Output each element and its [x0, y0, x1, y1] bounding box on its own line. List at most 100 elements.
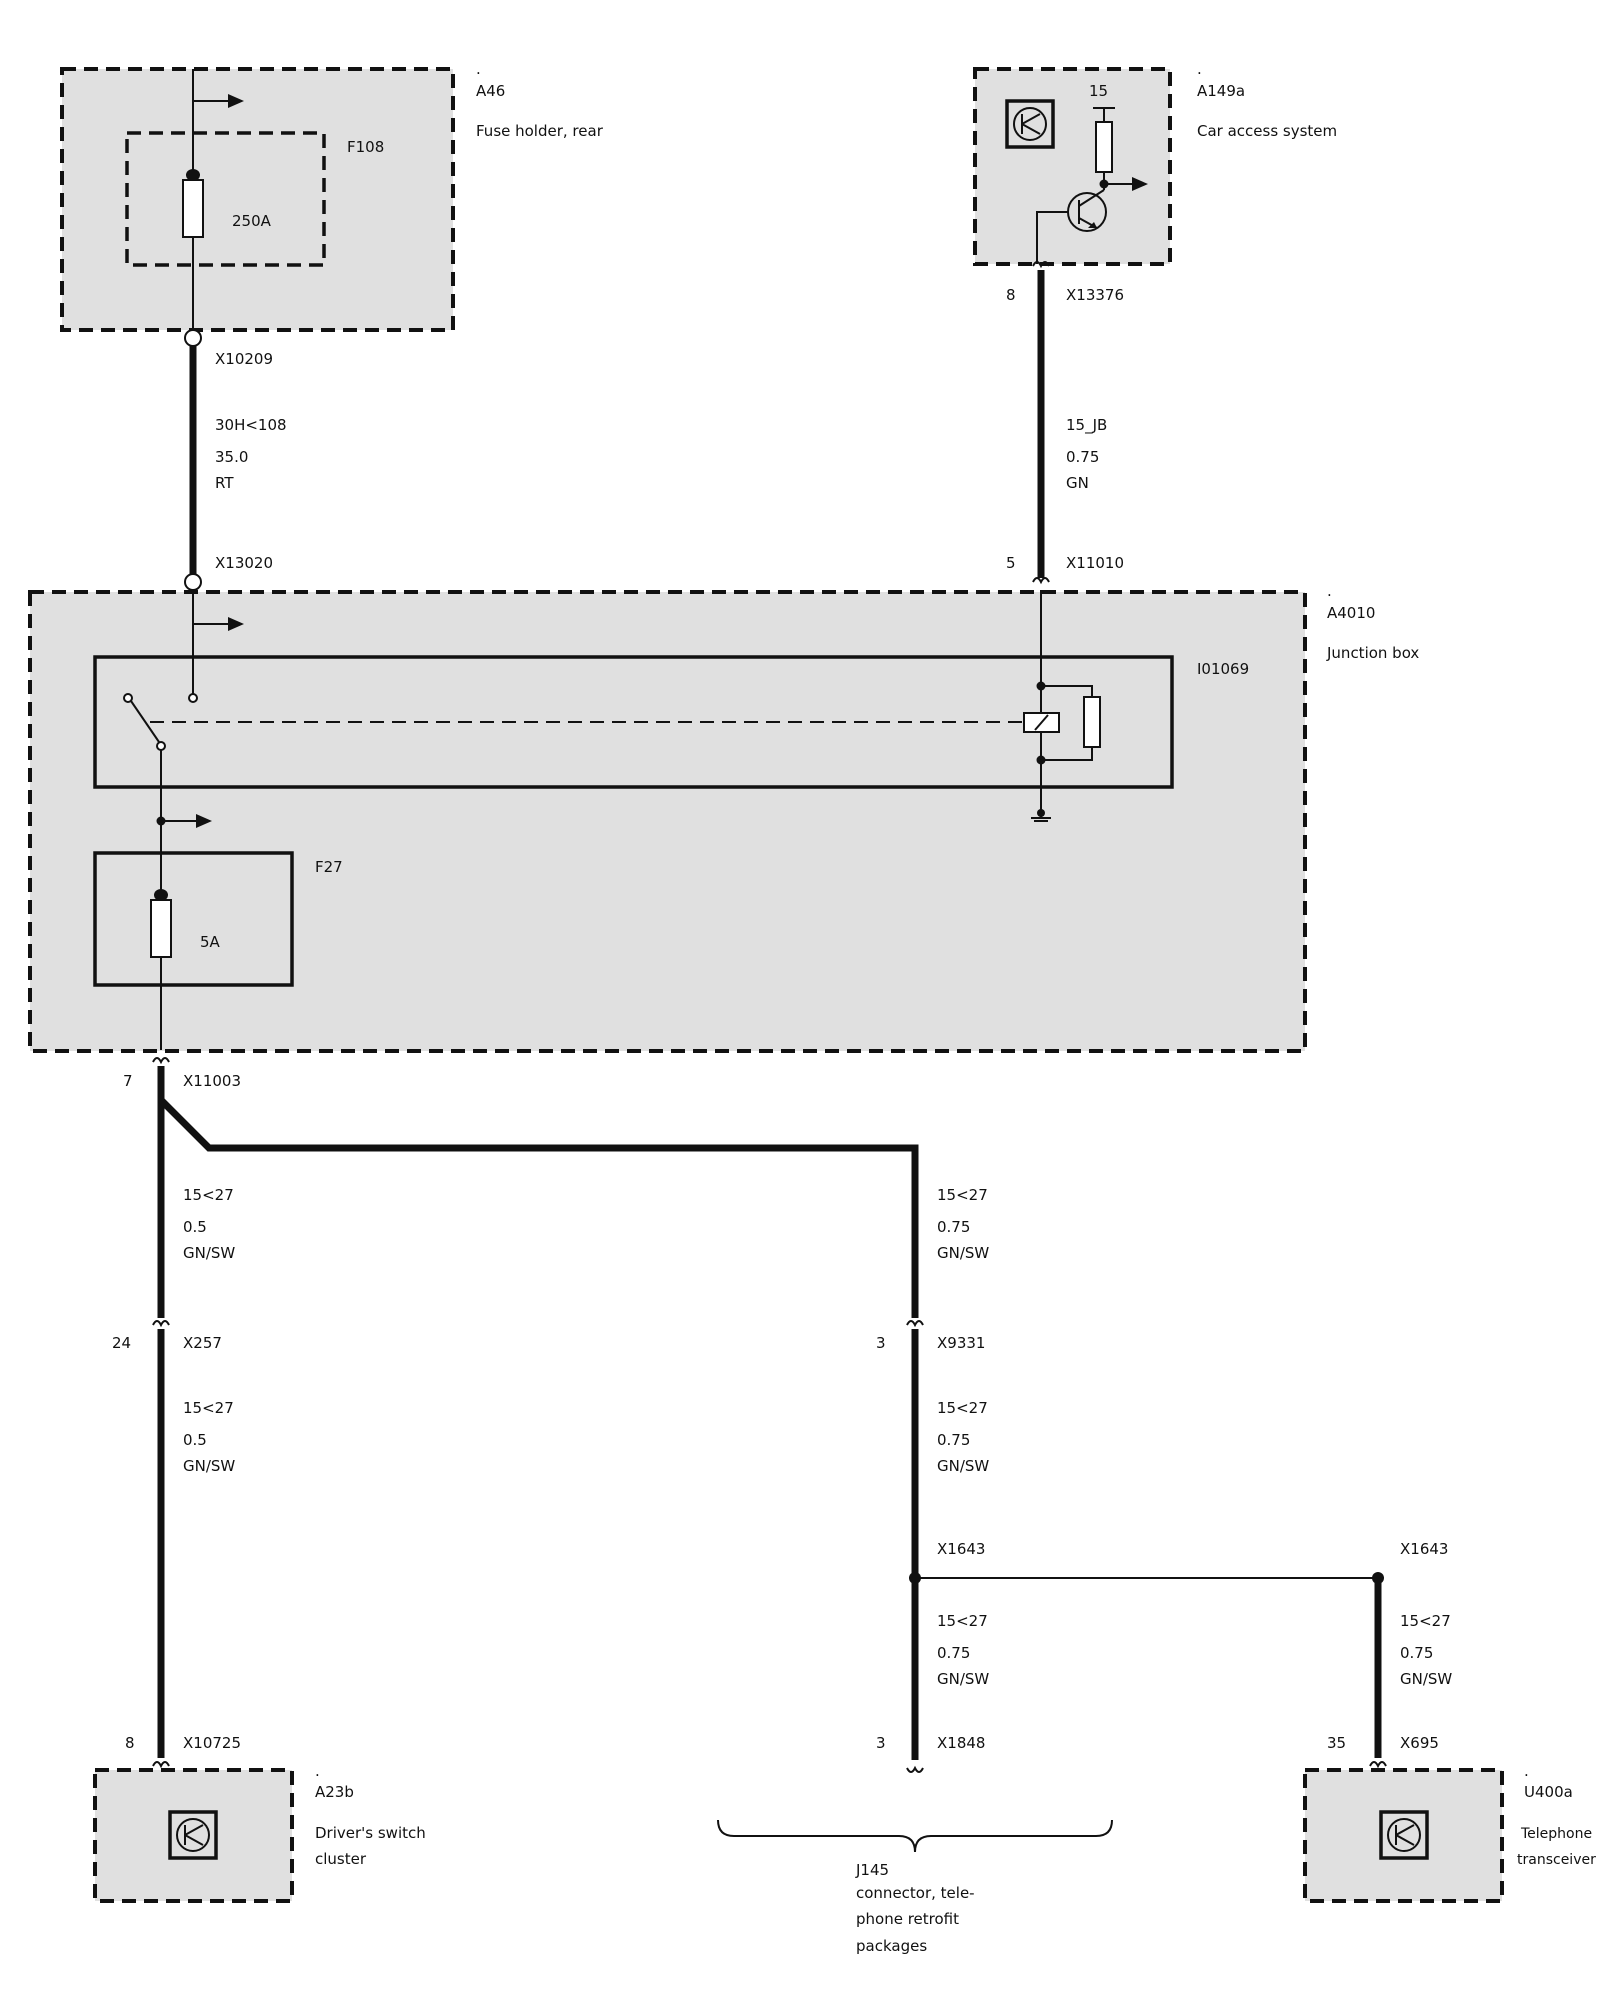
x257-id: X257: [183, 1334, 222, 1352]
a149a-id: A149a: [1197, 82, 1245, 100]
wire-right2-signal: 15<27: [937, 1399, 988, 1417]
x13020-connector-icon: [184, 573, 202, 591]
wire-30h-signal: 30H<108: [215, 416, 287, 434]
f27-rating: 5A: [200, 933, 221, 951]
a4010-housing: [28, 590, 1307, 1053]
wire-left-branch: 24 X257 15<27 0.5 GN/SW 8 X10725: [112, 1320, 241, 1769]
u400a-dot: .: [1524, 1762, 1529, 1780]
i01069-relay-housing: [93, 655, 1174, 789]
x10725-id: X10725: [183, 1734, 241, 1752]
x1848-pin: 3: [876, 1734, 886, 1752]
wire-left1-signal: 15<27: [183, 1186, 234, 1204]
wire-30h-size: 35.0: [215, 448, 248, 466]
f27-id: F27: [315, 858, 343, 876]
a23b-control-unit-icon: [168, 1810, 218, 1860]
a149a-control-unit-emitter: [1021, 123, 1041, 135]
x11010-connector-icon: [1032, 577, 1050, 585]
x1848-connector-icon: [906, 1765, 924, 1773]
a23b-name-line2: cluster: [315, 1850, 367, 1868]
wire-left2-color: GN/SW: [183, 1457, 235, 1475]
wire-right-branch: 3 X9331 15<27 0.75 GN/SW X1643 15<27 0.7…: [876, 1320, 1378, 1773]
x11010-pin: 5: [1006, 554, 1016, 572]
u400a-control-unit-emitter: [1395, 1834, 1415, 1846]
x257-connector-icon: [152, 1320, 170, 1328]
f108-fuse-cap: [186, 169, 200, 181]
a23b-name-line1: Driver's switch: [315, 1824, 426, 1842]
wire-30h: X10209 30H<108 35.0 RT X13020: [184, 329, 287, 591]
relay-contact-common: [156, 741, 166, 751]
wire-left2-signal: 15<27: [183, 1399, 234, 1417]
u400a-name-line1: Telephone: [1520, 1826, 1592, 1842]
a46-housing: [60, 67, 455, 332]
wire-right1-size: 0.75: [937, 1218, 970, 1236]
x9331-connector-icon: [906, 1320, 924, 1328]
j145-name-line1: connector, tele-: [856, 1884, 975, 1902]
wire-right1-color: GN/SW: [937, 1244, 989, 1262]
f108-rating: 250A: [232, 212, 272, 230]
wire-right3-signal: 15<27: [937, 1612, 988, 1630]
x10725-pin: 8: [125, 1734, 135, 1752]
a149a-control-unit-icon: [1005, 99, 1055, 149]
x11010-id: X11010: [1066, 554, 1124, 572]
a149a-housing: [973, 67, 1172, 266]
x1643-id-left: X1643: [937, 1540, 985, 1558]
a149a-control-unit-collector: [1021, 113, 1041, 125]
x9331-id: X9331: [937, 1334, 985, 1352]
relay-contact-fixed: [188, 693, 198, 703]
a4010-name: Junction box: [1326, 644, 1419, 662]
x695-id: X695: [1400, 1734, 1439, 1752]
f108-id: F108: [347, 138, 384, 156]
wire-right2-size: 0.75: [937, 1431, 970, 1449]
u400a-id: U400a: [1524, 1783, 1573, 1801]
x1848-id: X1848: [937, 1734, 985, 1752]
a46-branch-arrow-icon: [228, 94, 244, 108]
x695-connector-icon: [1369, 1761, 1387, 1769]
a46-dot: .: [476, 60, 481, 78]
j145-name-line3: packages: [856, 1937, 927, 1955]
f108-fuse-icon: [182, 179, 204, 238]
x10725-connector-icon: [152, 1761, 170, 1769]
wire-right1-signal: 15<27: [937, 1186, 988, 1204]
x13020-id: X13020: [215, 554, 273, 572]
a149a-control-unit-circle: [1013, 107, 1047, 141]
x11003-id: X11003: [183, 1072, 241, 1090]
wire-far-size: 0.75: [1400, 1644, 1433, 1662]
x11003-connector-icon: [152, 1057, 170, 1065]
component-u400a: . U400a Telephone transceiver: [1303, 1762, 1596, 1903]
a23b-housing: [93, 1768, 294, 1903]
j145-name-line2: phone retrofit: [856, 1910, 959, 1928]
wire-far-color: GN/SW: [1400, 1670, 1452, 1688]
x11003-pin: 7: [123, 1072, 133, 1090]
x10209-connector-icon: [184, 329, 202, 347]
j145-brace-icon: [717, 1819, 1113, 1853]
a46-name: Fuse holder, rear: [476, 122, 604, 140]
i01069-id: I01069: [1197, 660, 1249, 678]
a23b-id: A23b: [315, 1783, 354, 1801]
a23b-control-unit-emitter: [184, 1834, 204, 1846]
a4010-dot: .: [1327, 582, 1332, 600]
a4010-branch-arrow-icon: [228, 617, 244, 631]
a149a-dot: .: [1197, 60, 1202, 78]
wire-left2-size: 0.5: [183, 1431, 207, 1449]
f27-branch-arrow-icon: [196, 814, 212, 828]
u400a-control-unit-circle: [1387, 1818, 1421, 1852]
u400a-housing: [1303, 1768, 1504, 1903]
component-a46: 250A F108 . A46 Fuse holder, rear: [60, 60, 604, 332]
wire-15jb-signal: 15_JB: [1066, 416, 1107, 435]
a23b-dot: .: [315, 1762, 320, 1780]
x10209-id: X10209: [215, 350, 273, 368]
x9331-pin: 3: [876, 1334, 886, 1352]
u400a-name-line2: transceiver: [1517, 1852, 1596, 1868]
u400a-control-unit-icon: [1379, 1810, 1429, 1860]
wire-15-27-trunk: 7 X11003 15<27 0.5 GN/SW 15<27 0.75 GN/S…: [123, 1057, 989, 1318]
wire-far-branch: X1643 15<27 0.75 GN/SW 35 X695: [1327, 1540, 1452, 1769]
wire-right2-color: GN/SW: [937, 1457, 989, 1475]
x257-pin: 24: [112, 1334, 131, 1352]
a23b-control-unit-collector: [184, 1824, 204, 1836]
component-a149a: 15 . A149a Car access system: [973, 60, 1337, 266]
wire-right3-color: GN/SW: [937, 1670, 989, 1688]
x13376-connector-icon: [1032, 261, 1050, 269]
a149a-output-arrow-icon: [1132, 177, 1148, 191]
wire-left1-size: 0.5: [183, 1218, 207, 1236]
